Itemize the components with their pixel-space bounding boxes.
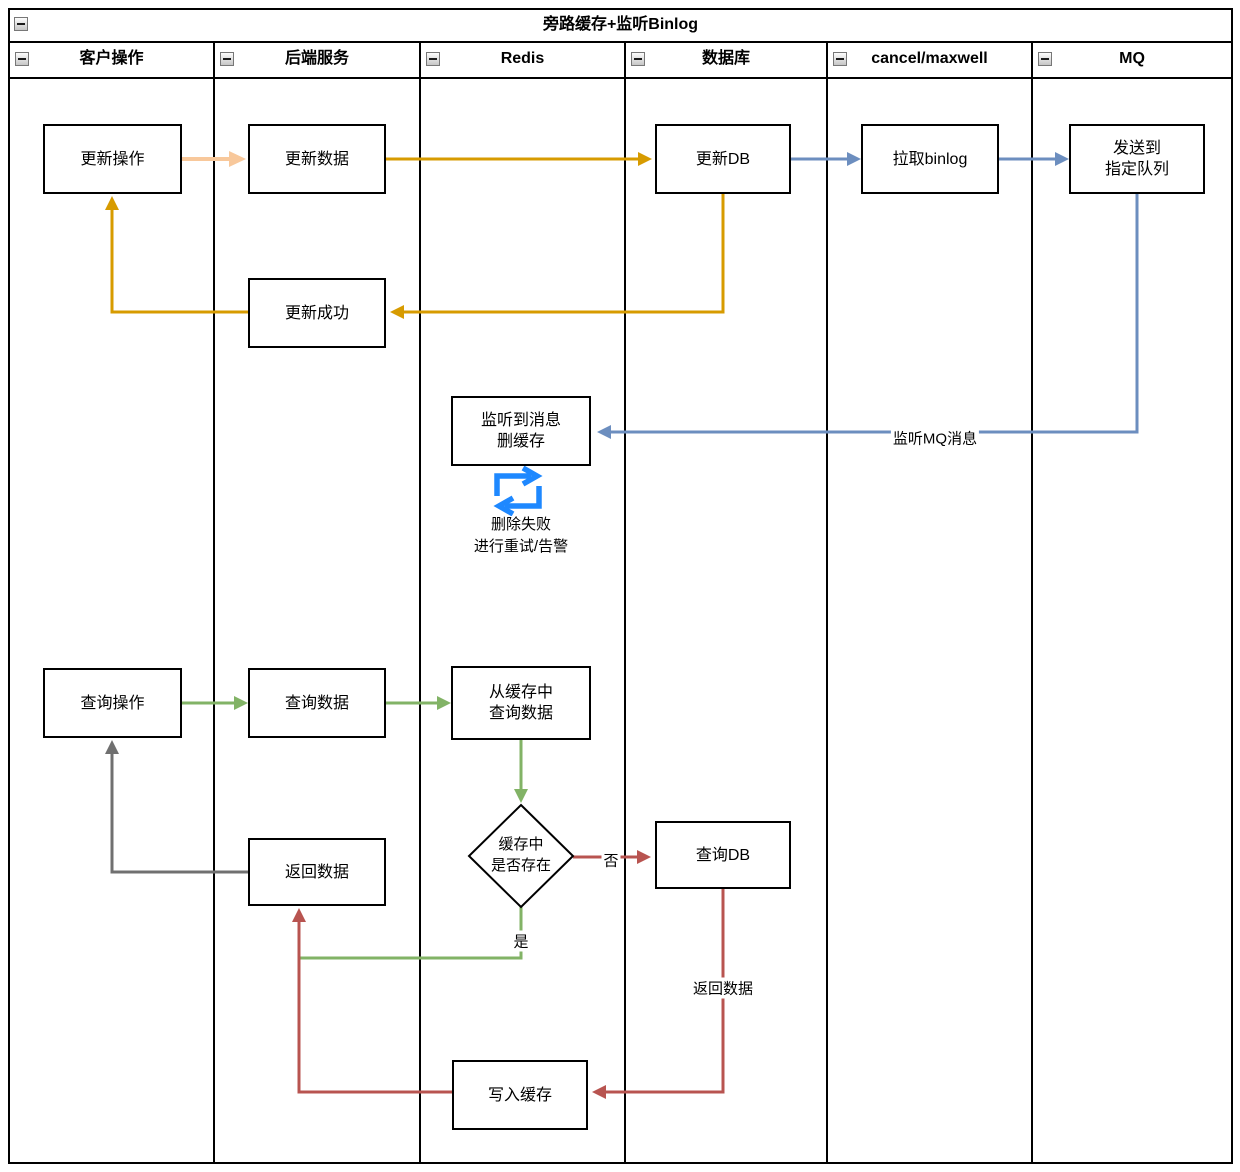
lane-divider-1: [213, 41, 215, 1164]
pool-title-row: 旁路缓存+监听Binlog: [8, 8, 1233, 41]
lane-header-client: 客户操作: [10, 41, 213, 77]
edge-label-listen-mq[interactable]: 监听MQ消息: [890, 427, 980, 449]
lane-header-mq: MQ: [1033, 41, 1231, 77]
lane-header-canal: cancel/maxwell: [828, 41, 1031, 77]
lane-header-backend: 后端服务: [215, 41, 419, 77]
node-update-db[interactable]: 更新DB: [655, 124, 791, 194]
node-query-op[interactable]: 查询操作: [43, 668, 182, 738]
collapse-lane-icon[interactable]: [15, 52, 29, 66]
collapse-lane-icon[interactable]: [833, 52, 847, 66]
lane-header-database: 数据库: [626, 41, 826, 77]
node-update-success[interactable]: 更新成功: [248, 278, 386, 348]
edge-label-no[interactable]: 否: [601, 849, 621, 871]
node-query-data[interactable]: 查询数据: [248, 668, 386, 738]
node-return-data[interactable]: 返回数据: [248, 838, 386, 906]
collapse-lane-icon[interactable]: [220, 52, 234, 66]
title-divider: [8, 41, 1233, 43]
node-update-data[interactable]: 更新数据: [248, 124, 386, 194]
lane-label: 客户操作: [79, 50, 144, 67]
node-query-db[interactable]: 查询DB: [655, 821, 791, 889]
node-update-op[interactable]: 更新操作: [43, 124, 182, 194]
node-send-to-queue[interactable]: 发送到 指定队列: [1069, 124, 1205, 194]
node-pull-binlog[interactable]: 拉取binlog: [861, 124, 999, 194]
collapse-lane-icon[interactable]: [426, 52, 440, 66]
decision-label: 缓存中 是否存在: [490, 836, 551, 874]
lane-divider-5: [1031, 41, 1033, 1164]
collapse-pool-icon[interactable]: [14, 17, 28, 31]
retry-loop-icon: [493, 466, 543, 516]
collapse-lane-icon[interactable]: [631, 52, 645, 66]
lane-label: 后端服务: [284, 50, 349, 67]
node-listen-del-cache[interactable]: 监听到消息 删缓存: [451, 396, 591, 466]
pool-title: 旁路缓存+监听Binlog: [542, 16, 699, 33]
node-write-cache[interactable]: 写入缓存: [452, 1060, 588, 1130]
retry-note: 删除失败 进行重试/告警: [473, 516, 569, 555]
collapse-lane-icon[interactable]: [1038, 52, 1052, 66]
lane-header-redis: Redis: [421, 41, 624, 77]
diagram-frame: [8, 8, 1233, 1164]
lane-label: Redis: [500, 50, 545, 67]
lane-label: MQ: [1119, 50, 1145, 67]
node-query-from-cache[interactable]: 从缓存中 查询数据: [451, 666, 591, 740]
header-divider: [8, 77, 1233, 79]
lane-divider-2: [419, 41, 421, 1164]
edge-label-yes[interactable]: 是: [511, 930, 531, 952]
lane-divider-4: [826, 41, 828, 1164]
lane-label: cancel/maxwell: [871, 50, 988, 67]
lane-divider-3: [624, 41, 626, 1164]
lane-label: 数据库: [701, 50, 750, 67]
edge-label-return-data[interactable]: 返回数据: [690, 977, 756, 999]
